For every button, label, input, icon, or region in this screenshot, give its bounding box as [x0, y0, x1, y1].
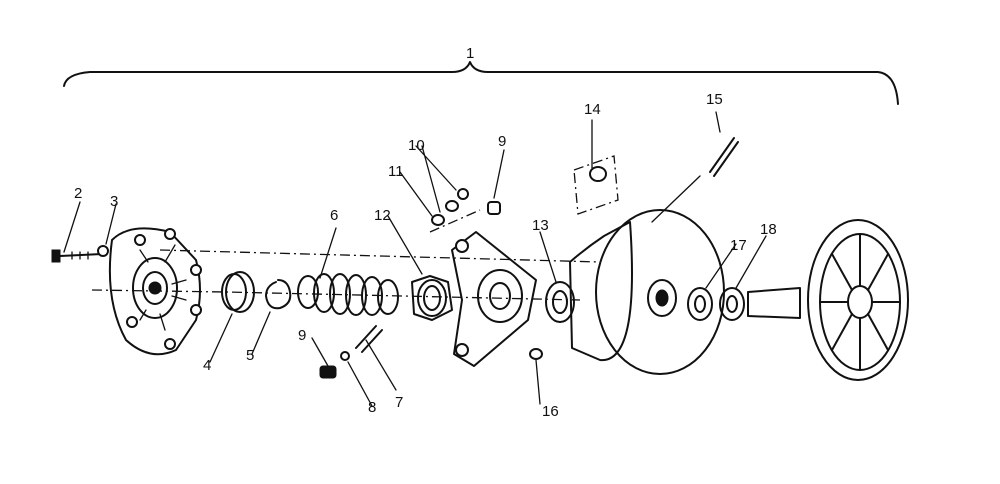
label-spider-cup: 12	[374, 207, 391, 224]
ring-part	[221, 271, 255, 313]
snap-ring-part	[265, 279, 292, 310]
seal-part	[719, 287, 745, 321]
upper-axis	[159, 249, 601, 263]
leader-lines	[63, 111, 767, 407]
label-bolt: 2	[74, 185, 82, 202]
label-ring: 4	[203, 357, 211, 374]
label-bearing: 17	[730, 237, 747, 254]
label-pin: 7	[395, 394, 403, 411]
roller-part-a	[319, 365, 337, 379]
label-spring: 6	[330, 207, 338, 224]
label-assembly: 1	[466, 45, 474, 62]
label-small-washer: 8	[368, 399, 376, 416]
spring-part	[297, 273, 399, 316]
bushing-part	[429, 188, 481, 233]
decal-part	[573, 155, 619, 215]
label-thrust-washer: 13	[532, 217, 549, 234]
sheave-part	[569, 209, 725, 375]
thrust-washer-part	[545, 281, 575, 323]
fixed-sheave-part	[747, 219, 909, 381]
label-bushing-pair: 10	[408, 137, 425, 154]
label-shaft-pin: 15	[706, 91, 723, 108]
label-seal: 18	[760, 221, 777, 238]
bolt-part	[51, 249, 103, 263]
roller-part-b	[487, 201, 501, 215]
label-nut-pair: 11	[388, 163, 404, 180]
spider-arm-part	[451, 231, 537, 367]
shaft-pin-part	[709, 137, 739, 177]
label-decal: 14	[584, 101, 601, 118]
plug-part	[529, 348, 543, 360]
drive-cover-part	[108, 227, 202, 356]
pin-part	[355, 325, 383, 353]
small-washer-part	[340, 351, 350, 361]
label-roller-b: 9	[498, 133, 506, 150]
spider-cup-part	[411, 275, 453, 321]
assembly-brace	[63, 61, 899, 105]
bearing-part	[687, 287, 713, 321]
label-plug: 16	[542, 403, 559, 420]
label-washer-small: 3	[110, 193, 118, 210]
label-snap-ring: 5	[246, 347, 254, 364]
label-roller-a: 9	[298, 327, 306, 344]
washer-part	[97, 245, 109, 257]
